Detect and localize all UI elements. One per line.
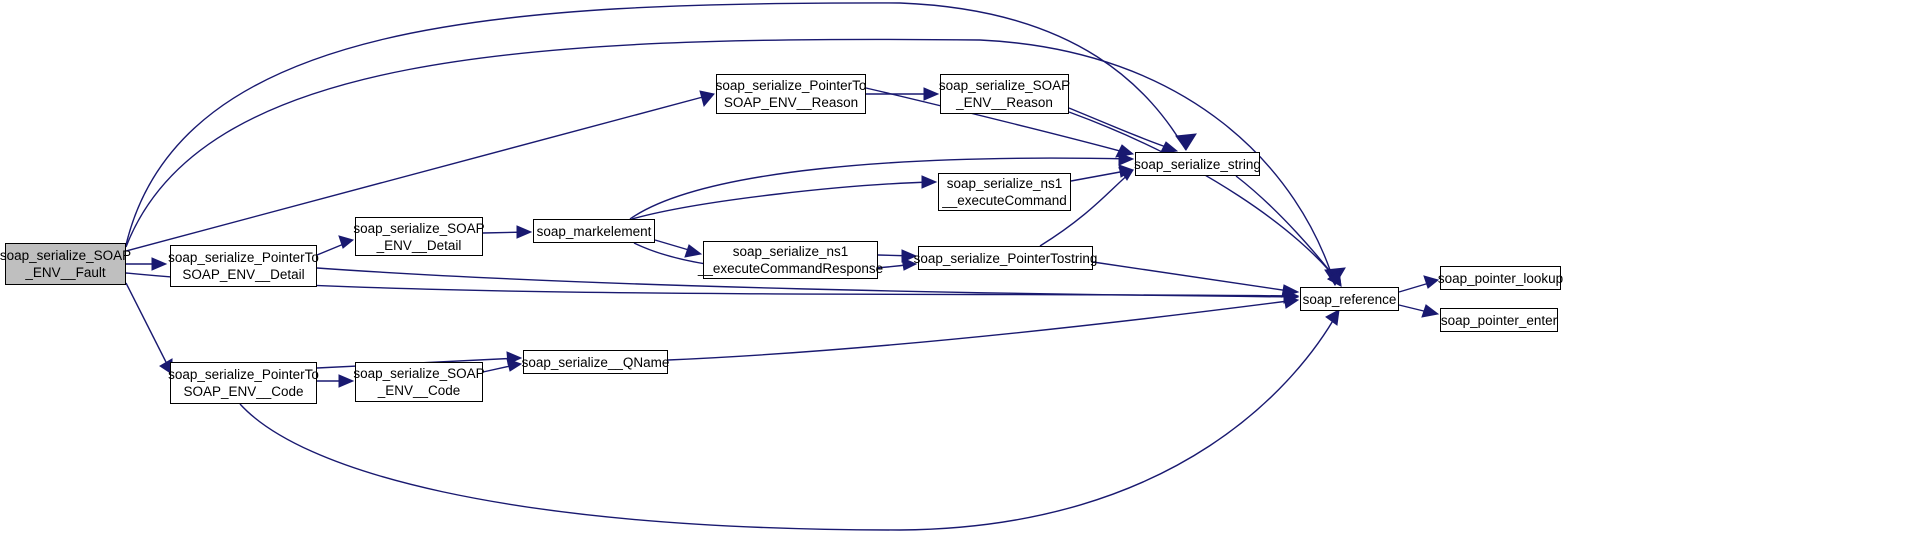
graph-node-label: soap_serialize__QName (521, 354, 670, 370)
edge-arrowhead (1175, 133, 1197, 151)
graph-node-detail[interactable]: soap_serialize_SOAP _ENV__Detail (353, 217, 485, 256)
call-edge (239, 311, 1339, 531)
graph-node-label: soap_serialize_PointerTo SOAP_ENV__Reaso… (715, 78, 867, 110)
graph-node-ptr_lookup[interactable]: soap_pointer_lookup (1437, 266, 1564, 290)
call-edge (667, 299, 1297, 361)
graph-node-ptr_reason[interactable]: soap_serialize_PointerTo SOAP_ENV__Reaso… (716, 74, 866, 114)
graph-node-label: soap_serialize_PointerTo SOAP_ENV__Code (168, 367, 319, 399)
edge-arrowhead (516, 225, 533, 239)
edge-arrowhead (684, 244, 703, 258)
graph-node-ns1_cmd[interactable]: soap_serialize_ns1 __executeCommand (938, 173, 1071, 211)
graph-node-label: soap_markelement (536, 223, 652, 239)
call-edge (1068, 111, 1341, 285)
call-edge (125, 93, 715, 252)
edge-arrowhead (1325, 309, 1340, 326)
call-edge (125, 2, 1187, 246)
edge-arrowhead (1423, 275, 1440, 289)
graph-node-label: soap_serialize_SOAP _ENV__Fault (0, 248, 132, 280)
call-edge (125, 38, 1336, 286)
edge-arrowhead (1117, 167, 1134, 181)
call-edge (125, 282, 171, 371)
graph-node-fault[interactable]: soap_serialize_SOAP _ENV__Fault (0, 243, 131, 285)
call-edge (865, 87, 1132, 155)
graph-node-ptr_enter[interactable]: soap_pointer_enter (1440, 308, 1558, 332)
graph-node-label: soap_serialize_ns1 __executeCommand (942, 176, 1067, 208)
graph-node-label: soap_serialize_PointerTo SOAP_ENV__Detai… (168, 250, 319, 282)
graph-node-label: soap_serialize_PointerTostring (913, 250, 1098, 266)
edge-arrowhead (699, 90, 715, 108)
edge-arrowhead (1115, 144, 1135, 158)
call-edge (1235, 175, 1341, 285)
graph-node-markelement[interactable]: soap_markelement (533, 219, 655, 243)
graph-node-label: soap_serialize_SOAP _ENV__Reason (938, 78, 1071, 110)
edge-arrowhead (506, 358, 523, 372)
edge-arrowhead (1327, 270, 1342, 287)
graph-node-label: soap_serialize_ns1 __executeCommandRespo… (697, 244, 884, 276)
call-edge (631, 181, 935, 220)
graph-node-label: soap_serialize_SOAP _ENV__Detail (353, 220, 485, 253)
graph-node-code[interactable]: soap_serialize_SOAP _ENV__Code (353, 362, 485, 402)
edge-arrowhead (338, 374, 355, 388)
call-edge (316, 267, 1297, 298)
edge-arrowhead (921, 175, 938, 189)
edge-arrowhead (338, 235, 355, 249)
graph-node-ptr_code[interactable]: soap_serialize_PointerTo SOAP_ENV__Code (168, 362, 319, 404)
edge-arrowhead (901, 249, 918, 263)
graph-node-str[interactable]: soap_serialize_string (1134, 152, 1261, 176)
call-edge (1039, 171, 1132, 247)
edge-arrowhead (1421, 304, 1440, 318)
graph-node-label: soap_serialize_SOAP _ENV__Code (353, 366, 485, 398)
graph-node-label: soap_pointer_enter (1440, 312, 1558, 328)
graph-node-label: soap_reference (1302, 291, 1397, 307)
graph-node-ptr_string[interactable]: soap_serialize_PointerTostring (914, 246, 1097, 270)
graph-node-label: soap_serialize_string (1134, 156, 1261, 172)
call-edge (1092, 261, 1297, 293)
edge-arrowhead (1281, 284, 1300, 298)
graph-node-reason[interactable]: soap_serialize_SOAP _ENV__Reason (938, 74, 1071, 114)
graph-node-reference[interactable]: soap_reference (1300, 287, 1399, 311)
graph-node-qname[interactable]: soap_serialize__QName (521, 350, 670, 374)
edge-arrowhead (1283, 295, 1300, 309)
call-edge (629, 157, 1132, 220)
graph-node-ns1_resp[interactable]: soap_serialize_ns1 __executeCommandRespo… (698, 241, 883, 279)
call-edge (1068, 107, 1176, 151)
edge-arrowhead (151, 257, 168, 271)
edge-arrowhead (923, 87, 940, 101)
graph-node-ptr_detail[interactable]: soap_serialize_PointerTo SOAP_ENV__Detai… (168, 245, 319, 287)
graph-node-label: soap_pointer_lookup (1437, 270, 1564, 286)
